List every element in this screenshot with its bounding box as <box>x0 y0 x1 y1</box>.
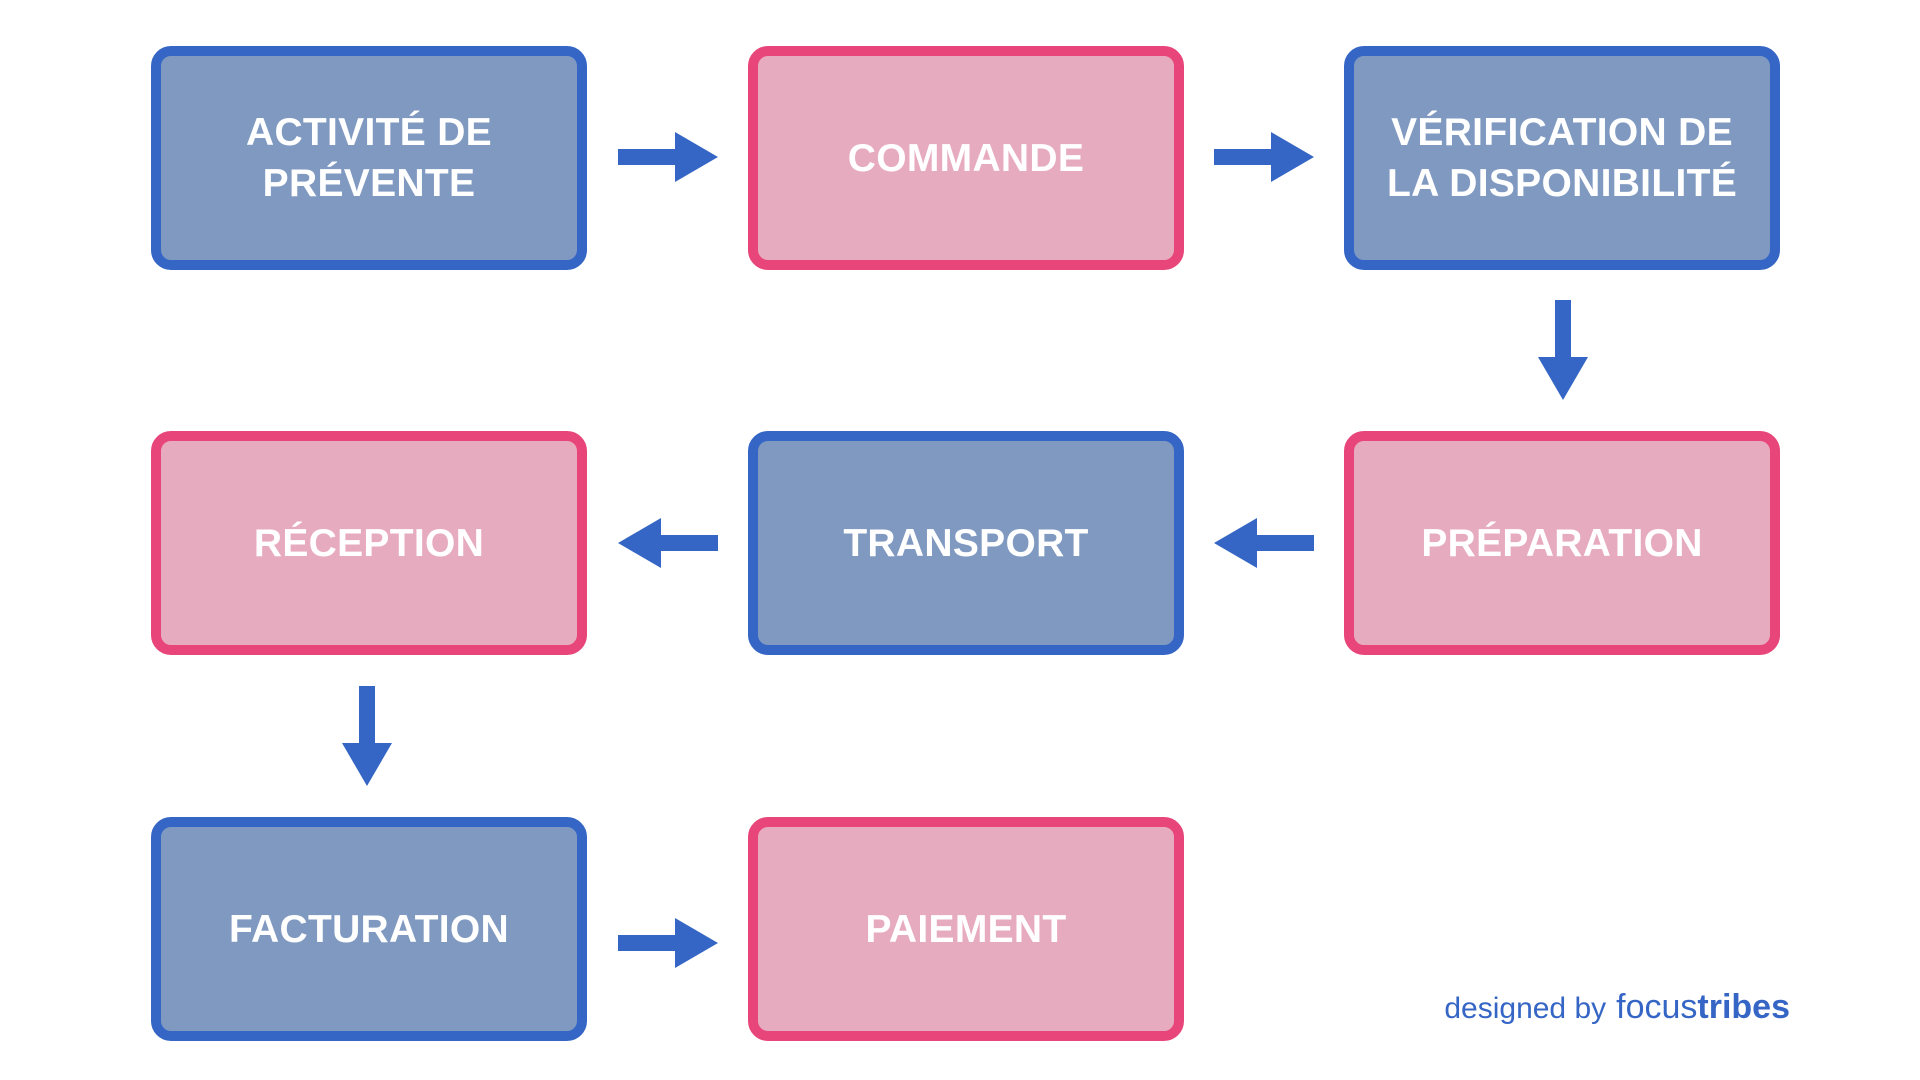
node-label: ACTIVITÉ DE PRÉVENTE <box>246 111 492 205</box>
credit-prefix: designed by <box>1444 992 1607 1025</box>
brand-name-light: focus <box>1616 988 1698 1026</box>
brand-name-bold: tribes <box>1697 988 1790 1026</box>
node-label: PAIEMENT <box>865 907 1067 951</box>
node-activite-de-prevente: ACTIVITÉ DE PRÉVENTE <box>151 46 587 270</box>
arrow-right-icon <box>1214 132 1314 182</box>
node-label: TRANSPORT <box>843 521 1089 565</box>
arrow-left-icon <box>1214 518 1314 568</box>
node-reception: RÉCEPTION <box>151 431 587 655</box>
node-paiement: PAIEMENT <box>748 817 1184 1041</box>
node-label: PRÉPARATION <box>1421 521 1703 565</box>
node-preparation: PRÉPARATION <box>1344 431 1780 655</box>
brand-logo: focustribes <box>1616 988 1790 1027</box>
arrow-left-icon <box>618 518 718 568</box>
arrow-down-icon <box>342 686 392 786</box>
node-label: COMMANDE <box>847 136 1085 180</box>
node-commande: COMMANDE <box>748 46 1184 270</box>
arrow-right-icon <box>618 918 718 968</box>
node-label: RÉCEPTION <box>253 521 485 565</box>
node-label: VÉRIFICATION DE LA DISPONIBILITÉ <box>1386 111 1738 205</box>
arrow-right-icon <box>618 132 718 182</box>
node-facturation: FACTURATION <box>151 817 587 1041</box>
arrow-down-icon <box>1538 300 1588 400</box>
node-transport: TRANSPORT <box>748 431 1184 655</box>
credit-line: designed by focustribes <box>1444 988 1790 1027</box>
node-label: FACTURATION <box>229 907 509 951</box>
node-verification-disponibilite: VÉRIFICATION DE LA DISPONIBILITÉ <box>1344 46 1780 270</box>
